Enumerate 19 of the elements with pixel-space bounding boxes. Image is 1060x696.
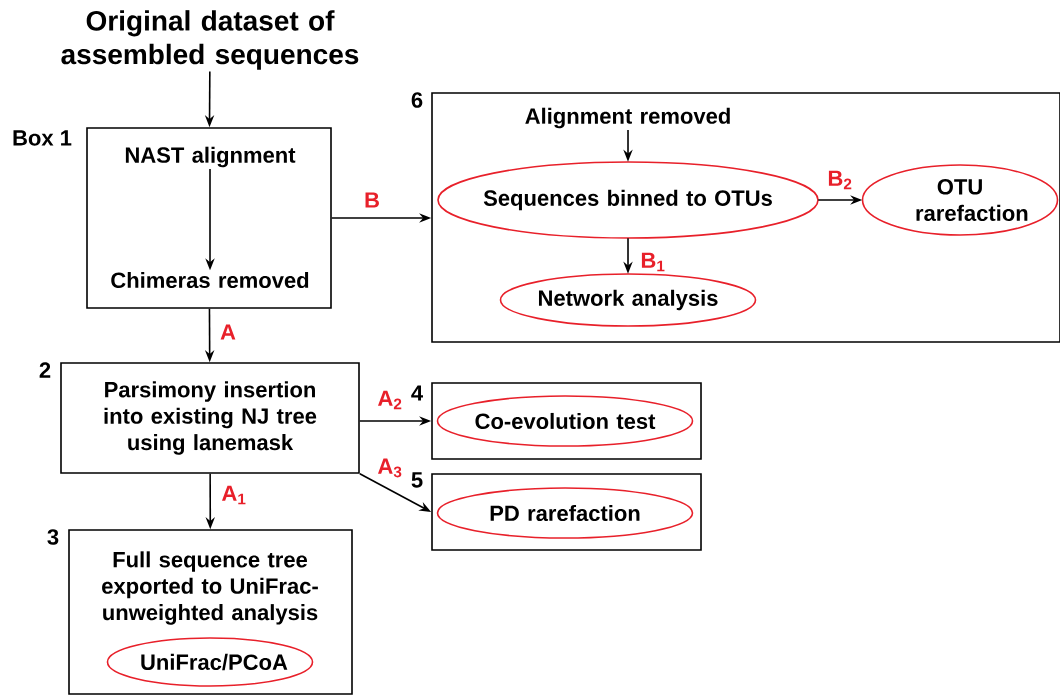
box-number: 3 <box>47 529 59 545</box>
edge-label: B$_{2}$ <box>826 169 854 191</box>
box-number: 2 <box>39 362 51 378</box>
box-text: Full sequence tree exported to UniFrac-unweighted analysis <box>102 551 318 625</box>
title-text: Original dataset of assembled sequences <box>61 10 359 70</box>
step-text: Chimeras removed <box>111 271 309 289</box>
box-number: 6 <box>411 92 423 108</box>
step-text: NAST alignment <box>125 146 296 168</box>
edge-label: B$_{1}$ <box>639 251 667 273</box>
box-number: 4 <box>411 385 423 401</box>
edge-label: A <box>218 323 238 341</box>
edge-label: A$_{3}$ <box>376 457 404 479</box>
step-text: Alignment removed <box>525 107 730 129</box>
box-number: 5 <box>411 472 423 488</box>
edge-label: B <box>362 191 382 209</box>
box-number: Box 1 <box>13 130 72 146</box>
edge-label: A$_{1}$ <box>220 484 248 506</box>
box-text: Parsimony insertion into existing NJ tree using lanemask <box>104 381 317 455</box>
edge-label: A$_{2}$ <box>376 389 404 411</box>
